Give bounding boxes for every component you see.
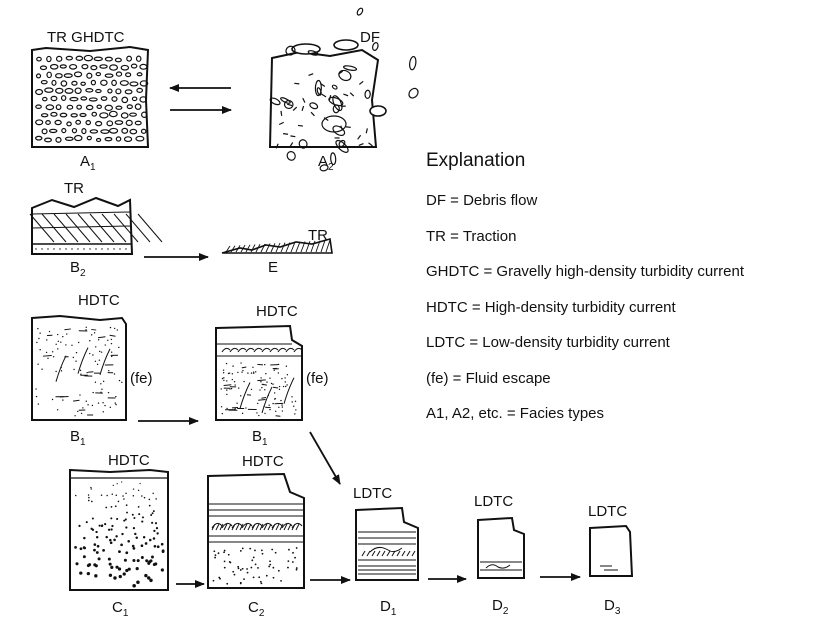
facies-a1-flow: TR GHDTC [47, 29, 125, 46]
facies-c1-label: C1 [112, 599, 129, 619]
facies-d3-block [589, 524, 634, 577]
facies-c1-block [69, 468, 169, 591]
facies-b1-left: HDTC (fe) B1 [31, 292, 153, 448]
explanation-legend: Explanation DF = Debris flow TR = Tracti… [426, 150, 826, 441]
facies-b1-left-texture [35, 326, 123, 417]
facies-e-label: E [268, 259, 278, 276]
facies-c2: HDTC C2 [207, 453, 305, 619]
facies-a2-clasts [269, 7, 419, 172]
facies-a2-flow: DF [360, 29, 380, 46]
facies-e-flow: TR [308, 227, 328, 244]
facies-d1-label: D1 [380, 598, 397, 618]
facies-d2-texture [480, 561, 522, 571]
legend-item-tr: TR = Traction [426, 227, 517, 245]
facies-a1-clasts [35, 54, 149, 143]
facies-b1-left-label: B1 [70, 428, 86, 448]
facies-e: TR E [221, 227, 333, 276]
facies-b1-left-block [31, 314, 127, 421]
legend-item-df: DF = Debris flow [426, 192, 538, 209]
facies-d1-flow: LDTC [353, 485, 392, 502]
facies-b2-label: B2 [70, 259, 86, 279]
facies-d3-flow: LDTC [588, 503, 627, 520]
legend-item-ghdtc: GHDTC = Gravelly high-density turbidity … [426, 263, 745, 280]
facies-b1-left-note: (fe) [130, 370, 153, 387]
facies-d2: LDTC D2 [474, 493, 525, 617]
facies-c2-block [207, 472, 305, 589]
facies-d2-block [477, 516, 525, 579]
legend-item-hdtc: HDTC = High-density turbidity current [426, 298, 676, 316]
facies-d2-flow: LDTC [474, 493, 513, 510]
facies-c1-flow: HDTC [108, 452, 150, 469]
legend-item-ldtc: LDTC = Low-density turbidity current [426, 334, 670, 351]
facies-e-ripples [225, 239, 331, 253]
facies-a2-label: A2 [318, 153, 334, 173]
facies-b2: TR B2 [29, 180, 163, 279]
facies-d3-label: D3 [604, 597, 621, 617]
facies-d2-label: D2 [492, 597, 509, 617]
legend-item-facies: A1, A2, etc. = Facies types [426, 405, 605, 422]
facies-b1-left-flow: HDTC [78, 292, 120, 309]
facies-a1: TR GHDTC A1 [31, 29, 150, 173]
facies-b1-right: HDTC (fe) B1 [215, 303, 329, 448]
facies-d1-texture [358, 531, 416, 575]
facies-b2-laminae [29, 213, 163, 250]
facies-b1-right-label: B1 [252, 428, 268, 448]
facies-b1-right-flow: HDTC [256, 303, 298, 320]
facies-b1-right-note: (fe) [306, 370, 329, 387]
facies-c2-label: C2 [248, 599, 265, 619]
legend-item-fe: (fe) = Fluid escape [426, 369, 551, 387]
facies-c1: HDTC C1 [69, 452, 169, 619]
facies-d3: LDTC D3 [588, 503, 634, 617]
facies-a2: DF A2 [268, 7, 419, 173]
facies-b2-flow: TR [64, 180, 84, 197]
explanation-title: Explanation [426, 150, 526, 171]
facies-a1-label: A1 [80, 153, 96, 173]
facies-c1-sand-dots [74, 481, 165, 588]
facies-c2-texture [208, 503, 304, 585]
arrow-b1-to-d1 [309, 431, 341, 485]
facies-e-lens [221, 237, 333, 254]
facies-b1-right-texture [216, 343, 303, 417]
facies-c2-flow: HDTC [242, 453, 284, 470]
facies-d1: LDTC D1 [353, 485, 419, 618]
